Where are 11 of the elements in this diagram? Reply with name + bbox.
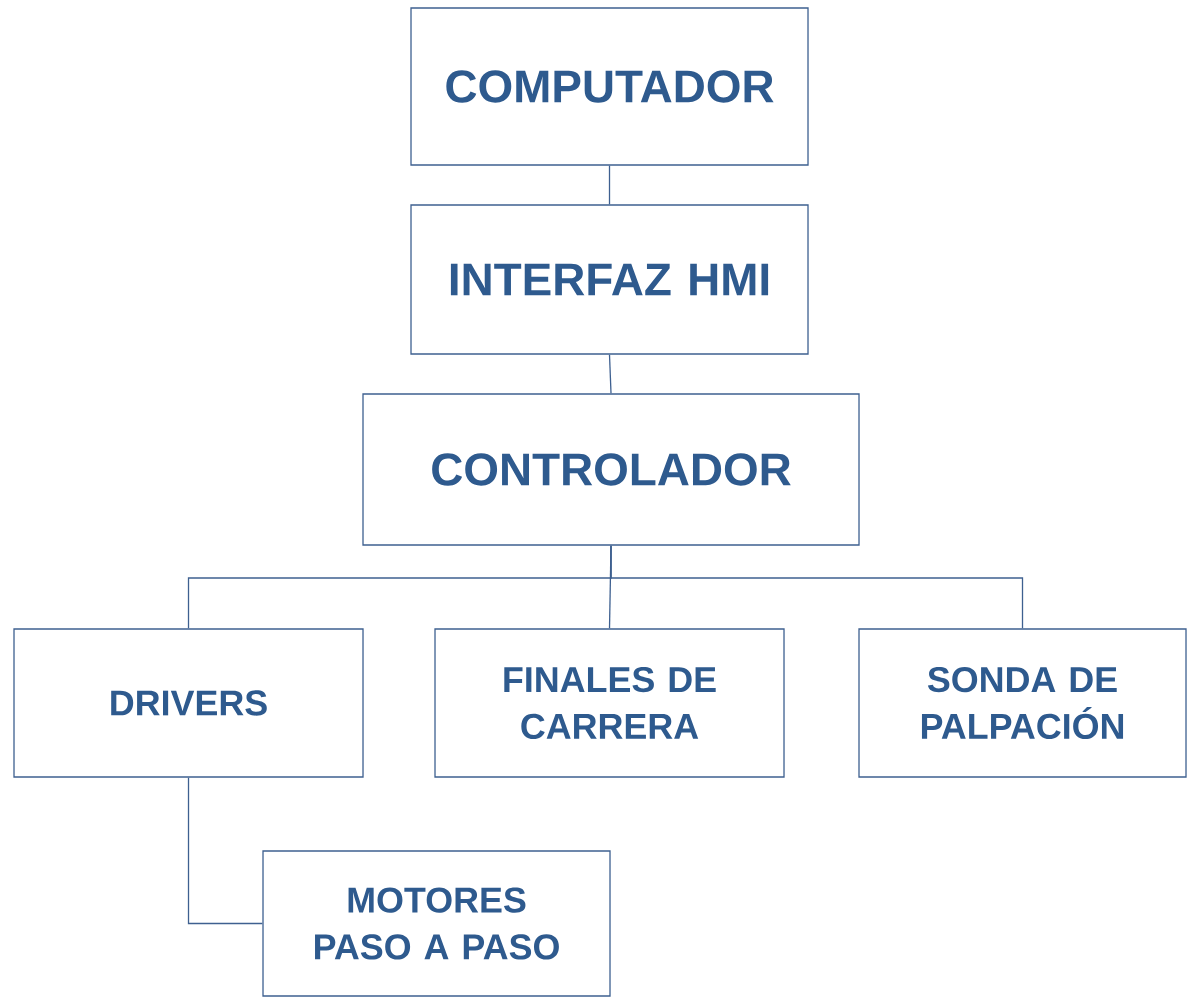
process-box: FINALES DE CARRERA <box>434 628 785 778</box>
connector-line <box>610 545 1024 629</box>
process-box: MOTORES PASO A PASO <box>262 850 611 997</box>
process-box: INTERFAZ HMI <box>410 204 809 355</box>
process-box: CONTROLADOR <box>362 393 860 546</box>
process-box: SONDA DE PALPACIÓN <box>858 628 1187 778</box>
connector-line <box>608 354 612 394</box>
connector-line <box>608 165 611 205</box>
process-box: DRIVERS <box>13 628 364 778</box>
process-box: COMPUTADOR <box>410 7 809 166</box>
connector-line <box>187 777 263 925</box>
